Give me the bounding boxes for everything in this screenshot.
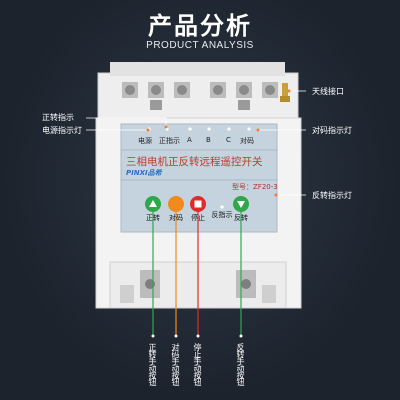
antenna-connector bbox=[282, 83, 288, 97]
forward-indicator-label: 正指示 bbox=[159, 137, 180, 145]
callout-power-led: 电源指示灯 bbox=[42, 126, 82, 135]
device-name: 三相电机正反转远程遥控开关 bbox=[126, 156, 263, 168]
pairing-label: 对码 bbox=[240, 137, 254, 145]
top-terminal-block bbox=[97, 72, 299, 126]
phase-c-label: C bbox=[226, 136, 231, 144]
up-arrow-icon bbox=[149, 200, 157, 207]
pair-button-label: 对码 bbox=[169, 214, 183, 222]
model-number: 型号：ZF20-3 bbox=[232, 183, 278, 191]
power-label: 电源 bbox=[138, 137, 152, 145]
callout-reverse-led: 反转指示灯 bbox=[312, 191, 352, 200]
brand-logo: PINXI品希 bbox=[126, 169, 162, 177]
down-arrow-icon bbox=[237, 201, 245, 208]
callout-pairing-led: 对码指示灯 bbox=[312, 126, 352, 135]
label-stop-manual: 停止手动按钮 bbox=[193, 343, 202, 385]
callout-lines bbox=[86, 90, 306, 196]
phase-a-label: A bbox=[187, 136, 192, 144]
callout-antenna: 天线接口 bbox=[312, 87, 344, 96]
reverse-indicator-label: 反指示 bbox=[211, 211, 233, 219]
stop-square-icon bbox=[194, 200, 202, 208]
pair-button[interactable] bbox=[168, 196, 184, 212]
label-pair-manual: 对码手动按钮 bbox=[171, 343, 180, 385]
reverse-button-label: 反转 bbox=[234, 214, 248, 222]
top-ridge bbox=[110, 62, 285, 76]
forward-button-label: 正转 bbox=[146, 214, 160, 222]
reverse-indicator-led bbox=[220, 205, 224, 209]
phase-a-led bbox=[188, 127, 192, 131]
page-subtitle: PRODUCT ANALYSIS bbox=[146, 40, 254, 51]
callout-forward-led: 正转指示 bbox=[42, 113, 74, 122]
page-title: 产品分析 bbox=[148, 12, 252, 40]
pairing-indicator-led bbox=[247, 127, 251, 131]
button-pointer-lines bbox=[152, 212, 242, 336]
phase-c-led bbox=[227, 127, 231, 131]
phase-b-led bbox=[207, 127, 211, 131]
indicator-leds bbox=[147, 127, 251, 209]
top-terminals bbox=[122, 82, 278, 110]
phase-b-label: B bbox=[206, 136, 211, 144]
label-forward-manual: 正转手动按钮 bbox=[148, 343, 157, 385]
label-reverse-manual: 反转手动按钮 bbox=[236, 343, 245, 385]
stop-button-label: 停止 bbox=[191, 214, 205, 222]
control-panel bbox=[120, 123, 278, 233]
